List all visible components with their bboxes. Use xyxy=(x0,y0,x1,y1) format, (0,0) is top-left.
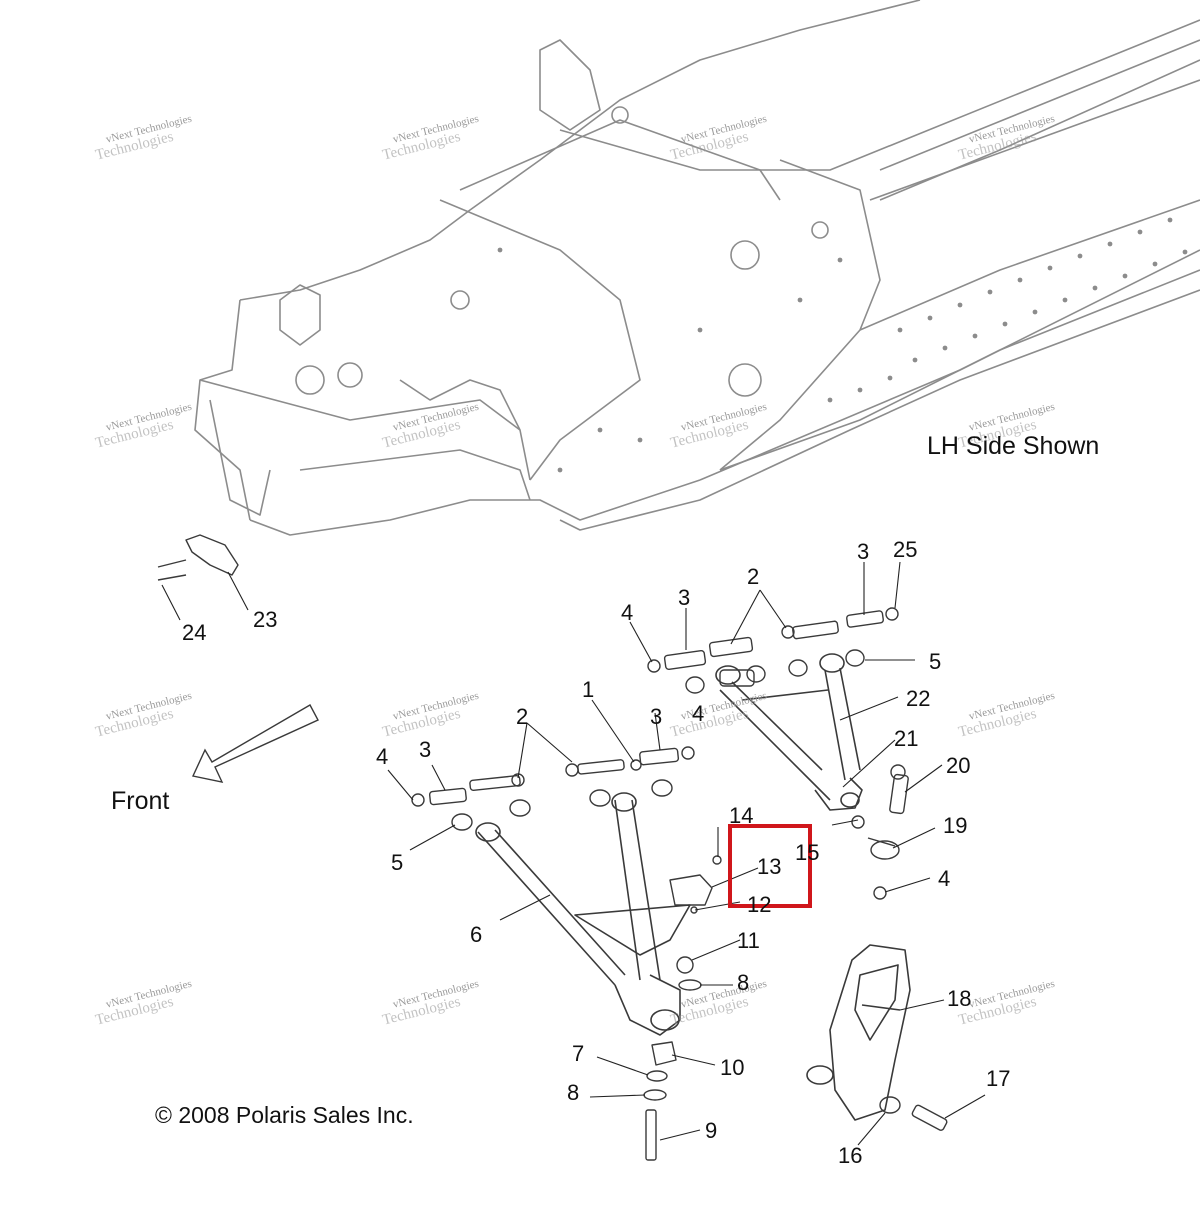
callout-5: 5 xyxy=(391,850,404,875)
callout-8: 8 xyxy=(567,1080,580,1105)
callout-4: 4 xyxy=(692,701,705,726)
callout-4: 4 xyxy=(621,600,634,625)
callout-3: 3 xyxy=(650,704,663,729)
callout-12: 12 xyxy=(747,892,772,917)
front-direction-arrow xyxy=(191,704,319,783)
callout-25: 25 xyxy=(893,537,918,562)
callout-14: 14 xyxy=(729,803,754,828)
callout-2: 2 xyxy=(747,564,760,589)
callout-10: 10 xyxy=(720,1055,745,1080)
callout-2: 2 xyxy=(516,704,529,729)
callout-13: 13 xyxy=(757,854,782,879)
upper-a-arm xyxy=(715,653,863,811)
callout-22: 22 xyxy=(906,686,931,711)
lower-a-arm xyxy=(475,792,691,1036)
spindle xyxy=(806,944,911,1121)
callout-19: 19 xyxy=(943,813,968,838)
callout-3: 3 xyxy=(678,585,691,610)
side-note-caption: LH Side Shown xyxy=(927,432,1100,460)
callout-8: 8 xyxy=(737,970,750,995)
callout-3: 3 xyxy=(419,737,432,762)
callout-1: 1 xyxy=(582,677,595,702)
chassis-frame xyxy=(194,0,1200,536)
callout-17: 17 xyxy=(986,1066,1011,1091)
leader-lines xyxy=(161,561,986,1146)
callout-21: 21 xyxy=(894,726,919,751)
callout-3: 3 xyxy=(857,539,870,564)
callout-9: 9 xyxy=(705,1118,718,1143)
callout-4: 4 xyxy=(376,744,389,769)
copyright-caption: © 2008 Polaris Sales Inc. xyxy=(155,1102,414,1128)
callout-20: 20 xyxy=(946,753,971,778)
callout-16: 16 xyxy=(838,1143,863,1168)
callout-18: 18 xyxy=(947,986,972,1011)
callout-4: 4 xyxy=(938,866,951,891)
callout-5: 5 xyxy=(929,649,942,674)
highlight-box xyxy=(728,824,812,908)
front-caption: Front xyxy=(111,787,170,815)
callout-23: 23 xyxy=(253,607,278,632)
callout-6: 6 xyxy=(470,922,483,947)
frame-rivet-holes xyxy=(497,217,1188,473)
callout-24: 24 xyxy=(182,620,207,645)
hardware xyxy=(157,534,948,1161)
callout-15: 15 xyxy=(795,840,820,865)
callout-11: 11 xyxy=(737,928,760,953)
callout-7: 7 xyxy=(572,1041,585,1066)
